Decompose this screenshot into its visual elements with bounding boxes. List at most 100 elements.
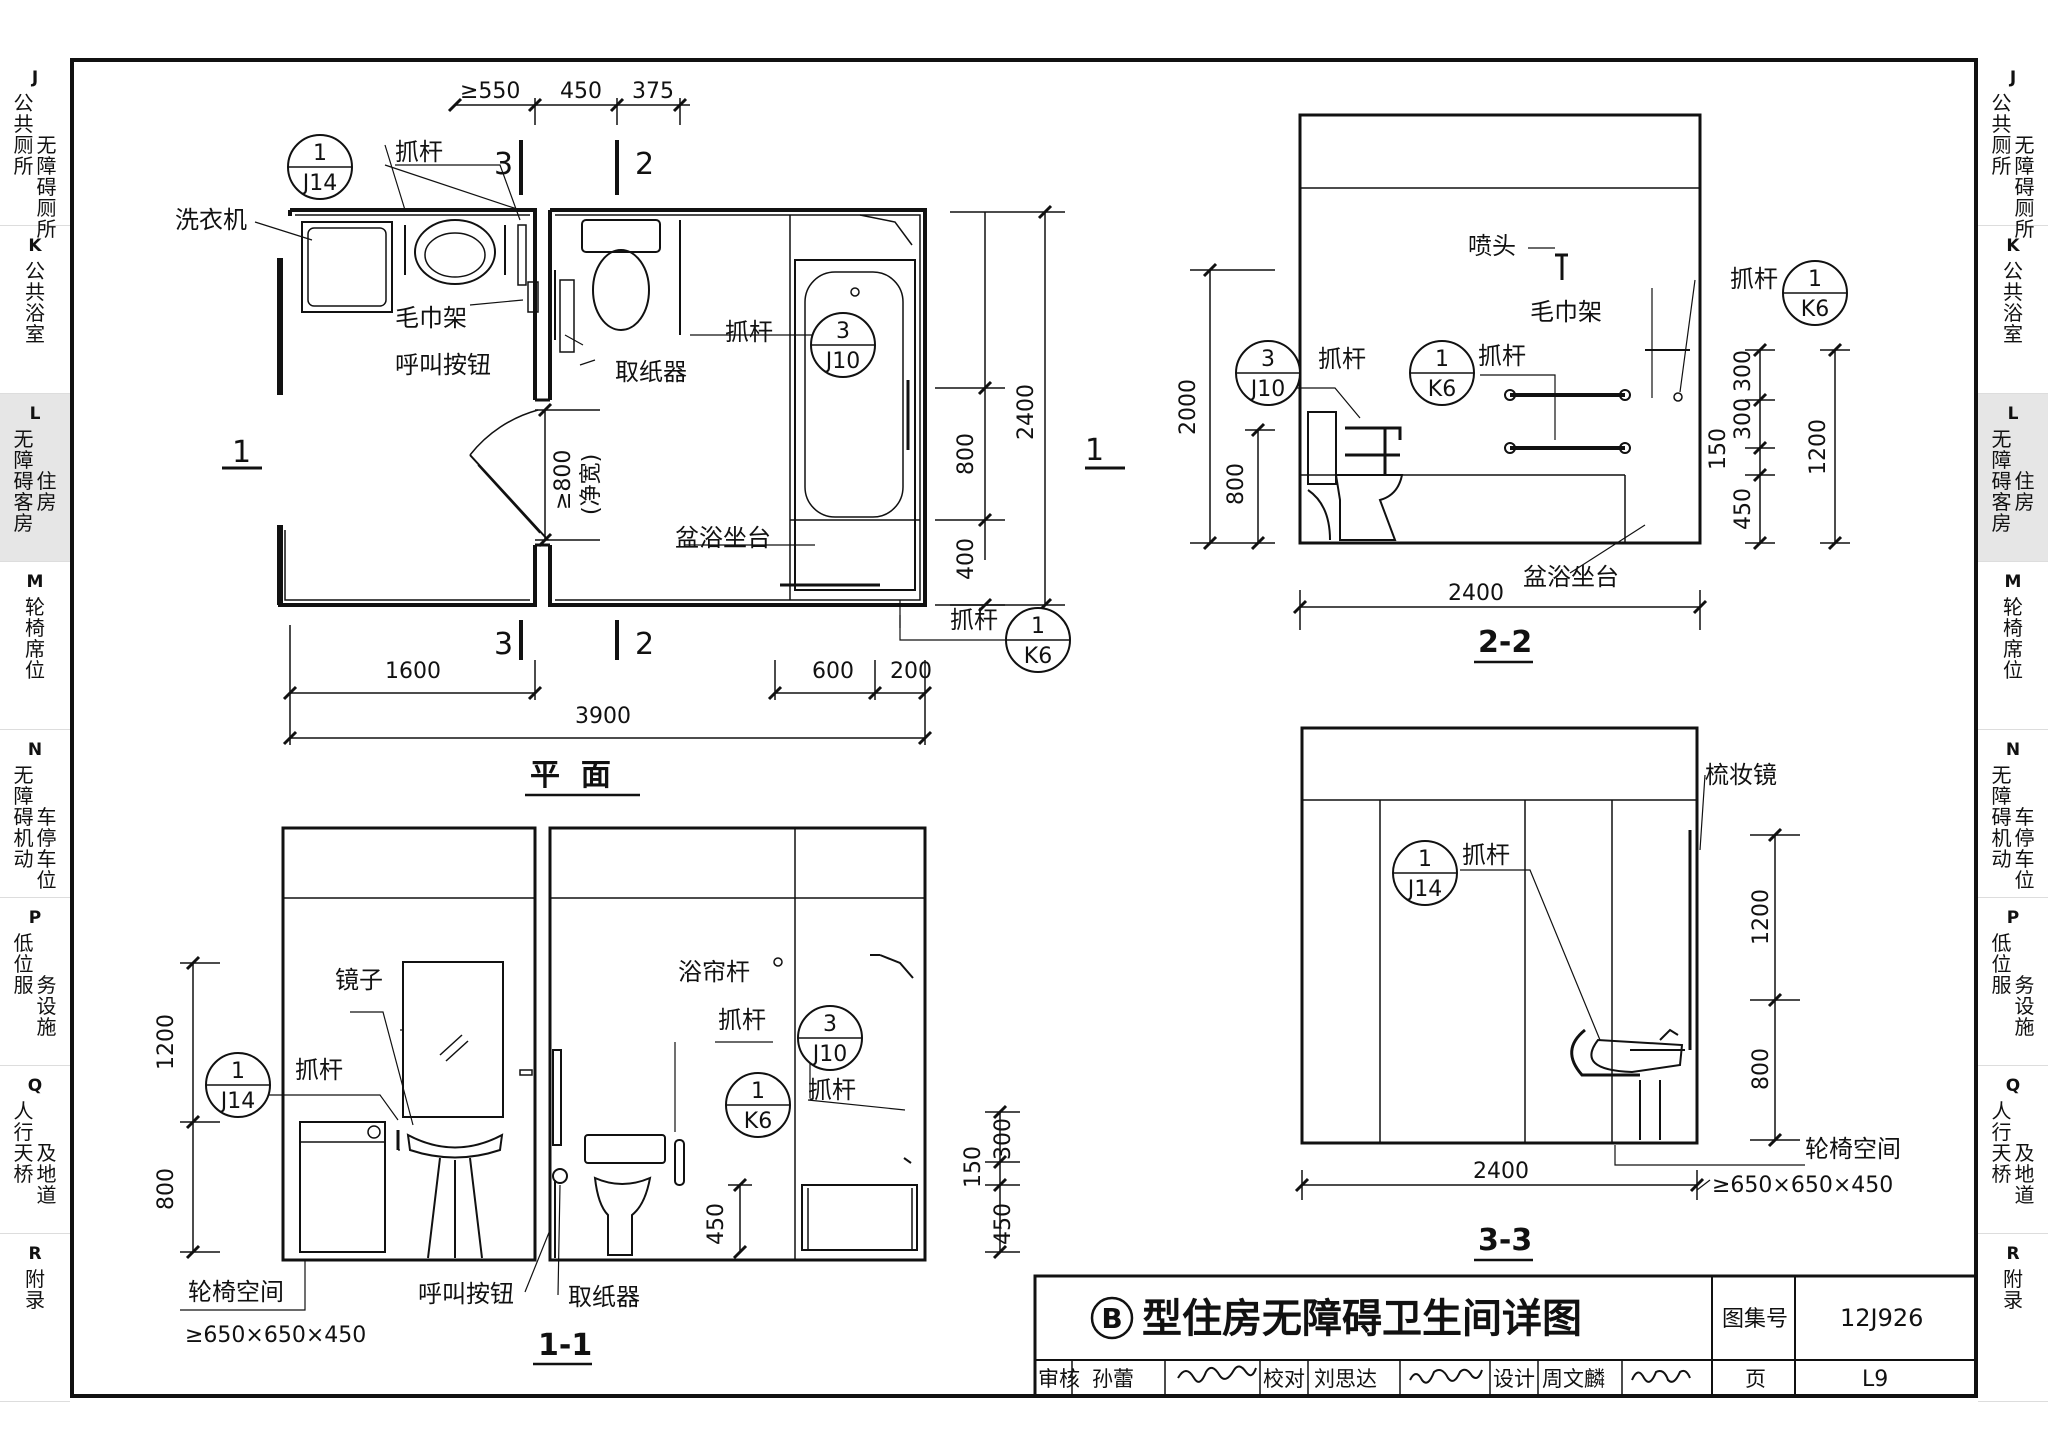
section-mark-3-bottom: 3 xyxy=(494,627,513,662)
label-grab-bar-bottom: 抓杆 xyxy=(950,606,998,634)
chapter-tab-text: 无障碍客房 xyxy=(1991,427,2012,535)
section-3-3-title: 3-3 xyxy=(1478,1223,1532,1258)
s11-label-call-button: 呼叫按钮 xyxy=(418,1280,514,1308)
svg-text:1: 1 xyxy=(313,141,327,166)
svg-text:J10: J10 xyxy=(824,349,860,374)
chapter-tab-text: 无障碍客房 xyxy=(13,427,34,535)
chapter-tab-text: 公共厕所 xyxy=(13,91,34,178)
ref-bubble-k6-s22-mid: 1 K6 xyxy=(1409,340,1475,406)
section-mark-1-right: 1 xyxy=(1085,433,1104,468)
s11-dim-right-3: 450 xyxy=(991,1203,1016,1245)
ref-bubble-j10-s22: 3 J10 xyxy=(1235,340,1301,406)
s33-label-grab-bar: 抓杆 xyxy=(1462,841,1510,869)
chapter-tab-r: R 附录 xyxy=(1978,1234,2048,1402)
signature-marks xyxy=(1177,1365,1691,1384)
ref-bubble-j10-s11: 3 J10 xyxy=(797,1005,863,1071)
chapter-tab-text: 无障碍厕所 xyxy=(36,133,57,241)
title-type-letter: B xyxy=(1101,1302,1122,1335)
svg-text:K6: K6 xyxy=(1428,377,1456,402)
section-mark-3-top: 3 xyxy=(494,147,513,182)
svg-text:K6: K6 xyxy=(1024,644,1052,669)
s33-label-space-size: ≥650×650×450 xyxy=(1712,1173,1893,1198)
chapter-tab-text: 轮椅席位 xyxy=(2003,595,2023,682)
check-label: 校对 xyxy=(1263,1367,1305,1391)
chapter-tab-letter: Q xyxy=(27,1076,43,1096)
chapter-tab-letter: R xyxy=(28,1244,42,1264)
svg-text:1: 1 xyxy=(1435,347,1449,372)
svg-text:3: 3 xyxy=(823,1012,837,1037)
chapter-tab-text: 车停车位 xyxy=(36,805,57,892)
s22-dim-right-2: 300 xyxy=(1731,398,1756,440)
title-text: 型住房无障碍卫生间详图 xyxy=(1142,1296,1582,1342)
svg-text:1: 1 xyxy=(231,1059,245,1084)
chapter-tab-text: 附录 xyxy=(25,1267,45,1312)
title-block xyxy=(1033,1274,1978,1398)
chapter-tab-text: 住房 xyxy=(2014,469,2035,514)
chapter-tab-n: N 车停车位无障碍机动 xyxy=(1978,730,2048,898)
chapter-tab-text: 住房 xyxy=(36,469,57,514)
s33-dim-right-2: 800 xyxy=(1749,1048,1774,1090)
chapter-tab-letter: K xyxy=(2006,236,2020,256)
svg-text:1: 1 xyxy=(1418,847,1432,872)
section-2-2-view xyxy=(1190,113,1850,630)
chapter-tab-text: 及地道 xyxy=(36,1141,57,1207)
chapter-tab-letter: K xyxy=(28,236,42,256)
s11-label-grab-bar-2: 抓杆 xyxy=(718,1006,766,1034)
chapter-tab-letter: J xyxy=(2009,68,2017,88)
chapter-tab-letter: P xyxy=(2006,908,2020,928)
chapter-tab-text: 附录 xyxy=(2003,1267,2023,1312)
s11-label-curtain-rod: 浴帘杆 xyxy=(678,958,750,986)
s11-label-wheelchair-space: 轮椅空间 xyxy=(188,1278,284,1306)
atlas-label: 图集号 xyxy=(1722,1307,1788,1332)
ref-bubble-j14-s11: 1 J14 xyxy=(205,1052,271,1118)
section-mark-2-bottom: 2 xyxy=(635,627,654,662)
label-call-button: 呼叫按钮 xyxy=(395,351,491,379)
chapter-tab-text: 及地道 xyxy=(2014,1141,2035,1207)
ref-bubble-j14-s33: 1 J14 xyxy=(1392,840,1458,906)
chapter-tab-n: N 车停车位无障碍机动 xyxy=(0,730,70,898)
s33-dim-right-1: 1200 xyxy=(1749,889,1774,945)
plan-title: 平 面 xyxy=(530,758,611,793)
s11-dim-right-2: 150 xyxy=(961,1146,986,1188)
section-mark-1-left: 1 xyxy=(232,435,251,470)
chapter-tab-text: 公共浴室 xyxy=(25,259,45,346)
chapter-tab-letter: R xyxy=(2006,1244,2020,1264)
dim-right-2: 400 xyxy=(954,538,979,580)
ref-bubble-j10-plan: 3 J10 xyxy=(810,312,876,378)
s22-dim-right-total: 1200 xyxy=(1806,419,1831,475)
s22-label-towel-rack: 毛巾架 xyxy=(1530,298,1602,326)
chapter-tab-letter: Q xyxy=(2005,1076,2021,1096)
svg-text:J14: J14 xyxy=(1406,877,1442,902)
s22-dim-right-1: 300 xyxy=(1731,350,1756,392)
label-towel-rack: 毛巾架 xyxy=(395,304,467,332)
chapter-tab-letter: N xyxy=(27,740,43,760)
svg-text:1: 1 xyxy=(1808,267,1822,292)
ref-bubble-k6-s22-right: 1 K6 xyxy=(1782,260,1848,326)
chapter-tab-text: 车停车位 xyxy=(2014,805,2035,892)
dim-top-3: 375 xyxy=(632,79,674,104)
reviewer-name: 孙蕾 xyxy=(1092,1367,1134,1391)
design-label: 设计 xyxy=(1493,1367,1535,1391)
chapter-tab-text: 低位服 xyxy=(13,931,34,997)
dim-top-1: ≥550 xyxy=(460,79,520,104)
section-mark-2-top: 2 xyxy=(635,147,654,182)
dim-right-1: 800 xyxy=(954,433,979,475)
page-number: L9 xyxy=(1862,1367,1888,1392)
chapter-tab-text: 人行天桥 xyxy=(13,1099,34,1186)
section-2-2-title: 2-2 xyxy=(1478,625,1532,660)
chapter-tab-text: 无障碍机动 xyxy=(1991,763,2012,871)
dim-top-2: 450 xyxy=(560,79,602,104)
svg-text:K6: K6 xyxy=(744,1109,772,1134)
atlas-number: 12J926 xyxy=(1840,1304,1923,1332)
chapter-tab-letter: M xyxy=(26,572,44,592)
dim-bottom-3: 200 xyxy=(890,659,932,684)
chapter-tab-letter: N xyxy=(2005,740,2021,760)
chapter-tab-text: 无障碍机动 xyxy=(13,763,34,871)
